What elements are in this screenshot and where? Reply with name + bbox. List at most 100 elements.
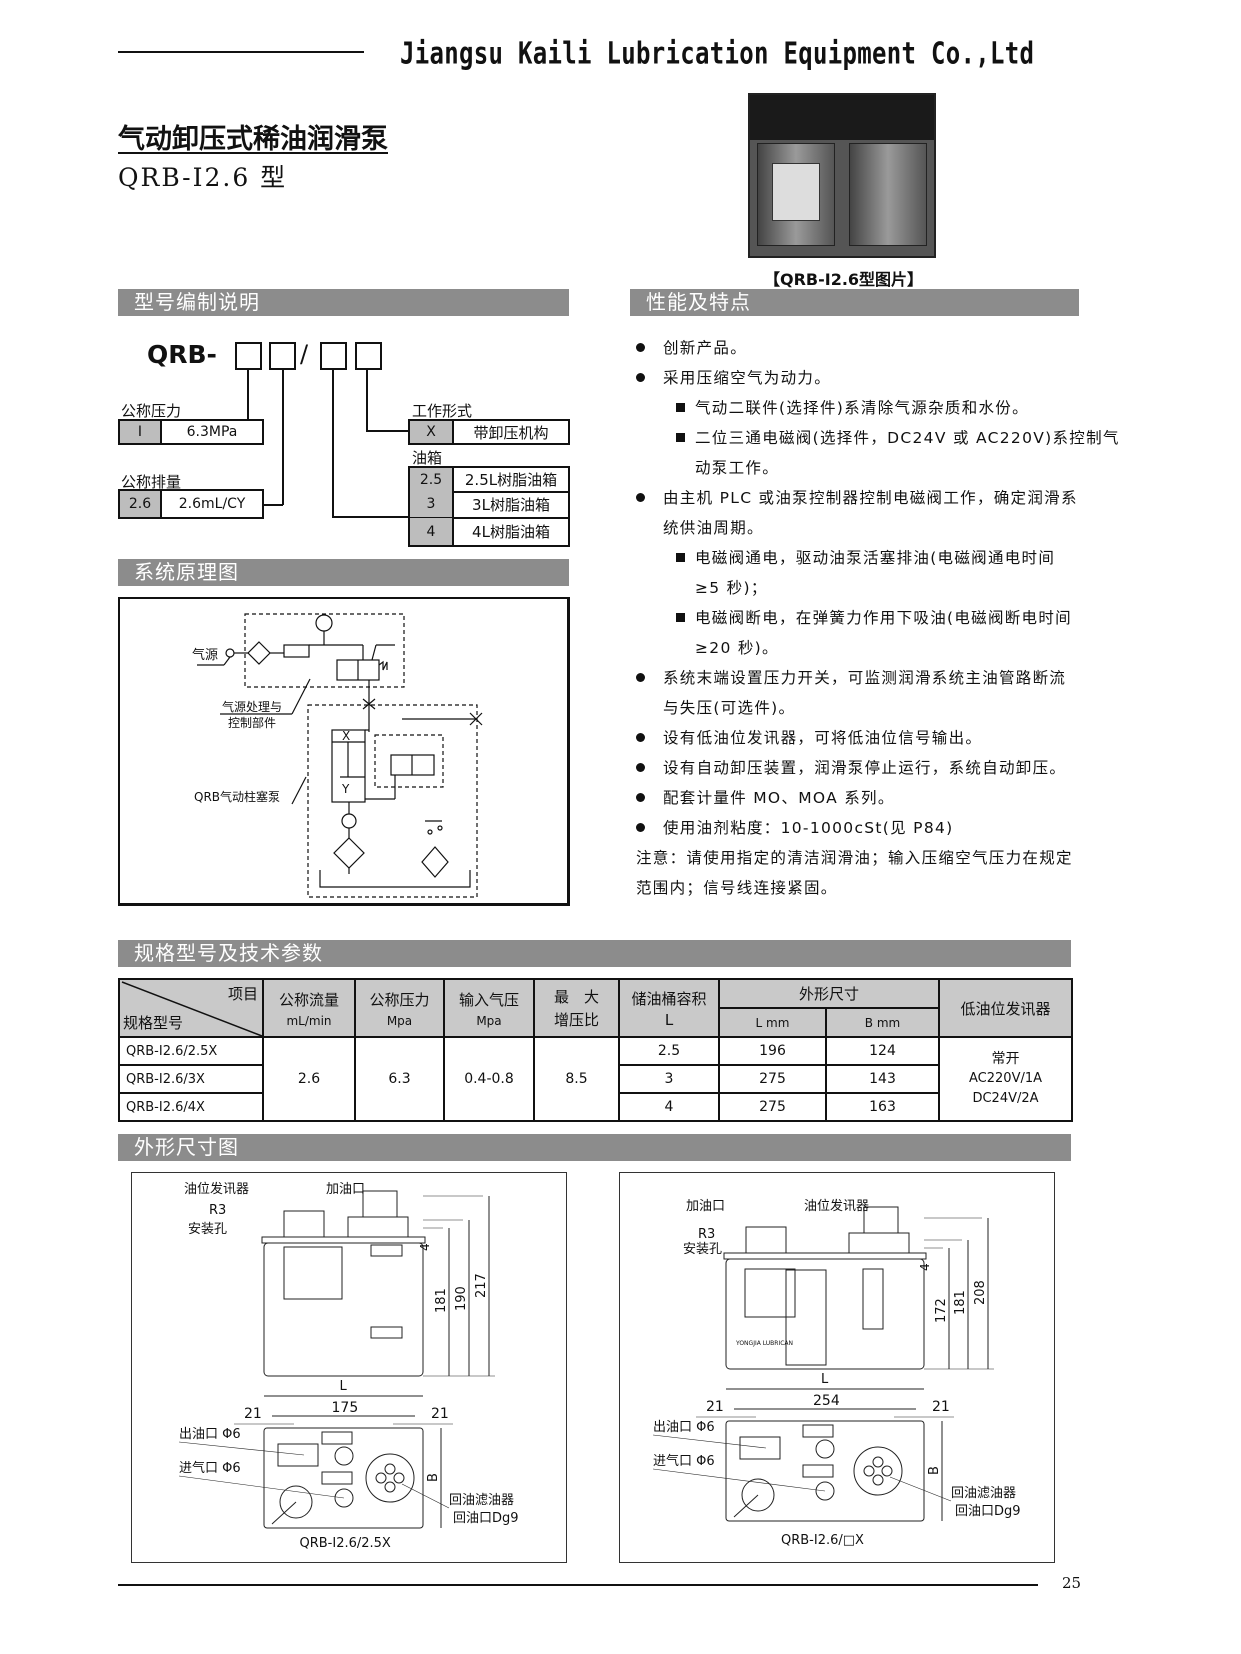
bullet-icon [636,493,645,502]
height-dimension: 217 [474,1273,489,1298]
bullet-icon [636,823,645,832]
feature-text: 气动二联件(选择件)系清除气源杂质和水份。 [695,399,1029,417]
fitting-icon [863,1206,899,1234]
length-label: L [821,1372,829,1387]
drawing-caption: QRB-I2.6/2.5X [300,1536,391,1551]
feature-text: 注意：请使用指定的清洁润滑油；输入压缩空气压力在规定 [636,849,1073,867]
code-box-pressure [235,342,262,370]
square-bullet-icon [676,433,685,442]
feature-text: 设有自动卸压装置，润滑泵停止运行，系统自动卸压。 [663,759,1067,777]
fill-port-label: 加油口 [326,1182,365,1197]
height-dimension: 181 [434,1288,449,1313]
port-x-label: X [342,729,350,743]
port-y-label: Y [341,782,350,796]
tank-value: 3L树脂油箱 [472,495,550,514]
work-type-label: 工作形式 [412,402,473,420]
square-bullet-icon [676,613,685,622]
ratio-header: 最 大增压比 [533,978,620,1038]
bullet-icon [636,733,645,742]
oil-outlet-label: 出油口 Φ6 [179,1427,241,1442]
code-prefix: QRB- [147,340,217,369]
window [785,1269,827,1366]
table-row: QRB-I2.6/4X 4 275 163 [118,1092,1072,1122]
footer-rule [118,1584,1038,1586]
air-unit-label: 气源处理与 [222,699,282,714]
header-rule [118,51,364,53]
window [370,1244,403,1257]
feature-text: ≥20 秒)。 [695,639,779,657]
margin-dimension: 21 [706,1399,724,1415]
level-switch-icon [421,846,449,878]
feature-text: 电磁阀断电，在弹簧力作用下吸油(电磁阀断电时间 [695,609,1072,627]
return-filter-label: 回油滤油器 [449,1493,514,1508]
air-unit-label-2: 控制部件 [228,715,276,730]
length-label: L [340,1379,348,1394]
oil-outlet-label: 出油口 Φ6 [653,1420,715,1435]
item-header: 项目 [227,985,258,1003]
margin-dimension: 21 [244,1406,262,1422]
square-bullet-icon [676,403,685,412]
depth-label: B [426,1473,441,1482]
dim-l-header: L mm [718,1007,827,1038]
product-title: 气动卸压式稀油润滑泵 [118,124,388,155]
feature-text: 系统末端设置压力开关，可监测润滑系统主油管路断流 [663,669,1067,687]
mount-hole-label: 安装孔 [188,1222,227,1237]
displacement-code: 2.6 [120,491,162,517]
page-number: 25 [1062,1574,1082,1592]
gauge-icon [315,614,333,632]
tank-label: 油箱 [412,449,443,467]
feature-text: 范围内；信号线连接紧固。 [636,879,838,897]
return-filter-label: 回油滤油器 [951,1486,1016,1501]
r3-label: R3 [698,1227,715,1242]
air-inlet-icon [279,1485,313,1519]
dims-header: 外形尺寸 [717,978,941,1009]
tank-option: 3 3L树脂油箱 [408,491,570,519]
window [862,1268,884,1330]
company-name: Jiangsu Kaili Lubrication Equipment Co.,… [400,36,1035,71]
feature-text: 由主机 PLC 或油泵控制器控制电磁阀工作，确定润滑系 [663,489,1078,507]
fill-port-label: 加油口 [686,1199,725,1214]
displacement-value: 2.6mL/CY [178,496,246,512]
feature-text: 采用压缩空气为动力。 [663,369,832,387]
level-sensor-icon [745,1226,787,1254]
bullet-icon [636,763,645,772]
displacement-option: 2.6 2.6mL/CY [118,489,264,519]
section-features: 性能及特点 [630,289,1079,316]
bullet-icon [636,373,645,382]
tank-body [263,1242,424,1377]
section-dimensions: 外形尺寸图 [118,1134,1071,1161]
ratio-value: 8.5 [533,1036,620,1122]
tank-lid [261,1236,426,1244]
margin-dimension: 21 [431,1406,449,1422]
feature-text: 与失压(可选件)。 [663,699,796,717]
filter-icon [247,641,271,665]
product-photo [748,93,936,258]
work-type-option: X 带卸压机构 [408,419,570,445]
depth-label: B [927,1466,942,1475]
return-port-label: 回油口Dg9 [955,1504,1021,1519]
tank-option: 4 4L树脂油箱 [408,518,570,547]
work-type-value: 带卸压机构 [473,423,549,442]
feature-text: 动泵工作。 [695,459,780,477]
pressure-code: I [120,421,162,443]
photo-caption: 【QRB-I2.6型图片】 [764,270,924,289]
code-box-displacement [269,342,296,370]
code-box-tank [320,342,347,370]
mount-hole-label: 安装孔 [683,1242,722,1257]
mount-width-dimension: 254 [813,1393,840,1409]
return-port-label: 回油口Dg9 [453,1511,519,1526]
level-header: 低油位发讯器 [938,978,1074,1038]
flow-value: 2.6 [262,1036,356,1122]
tank-code: 4 [410,518,454,545]
base-plate [263,1427,424,1529]
pressure-label: 公称压力 [121,402,182,420]
lid-dimension: 4 [418,1243,432,1251]
outlet-port-icon [277,1443,319,1467]
feature-text: 使用油剂粘度：10-1000cSt(见 P84) [663,819,954,837]
